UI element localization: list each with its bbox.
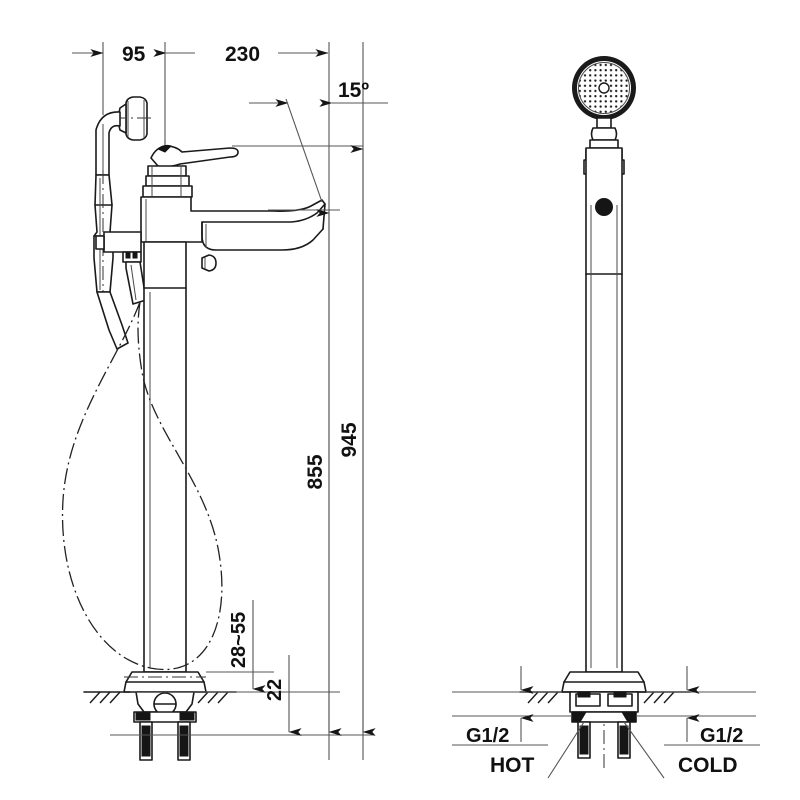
dimension-28-55-value: 28~55 (228, 612, 250, 668)
dimension-230-value: 230 (225, 43, 260, 66)
floor-flange-base-side (83, 671, 237, 761)
callout-hot-label: HOT (490, 754, 535, 777)
dimension-22-value: 22 (264, 679, 286, 701)
main-column-front (585, 149, 623, 673)
dimension-22: 22 (264, 655, 302, 736)
diverter-knob (201, 254, 217, 272)
callout-cold-label: COLD (678, 754, 738, 777)
callout-cold: G1/2 COLD (623, 666, 743, 779)
front-elevation-view (519, 56, 691, 770)
floor-hatching (89, 691, 229, 704)
lever-handle (142, 144, 239, 198)
dimension-95: 95 (72, 43, 195, 66)
mounting-legs-side (139, 721, 191, 761)
dimension-95-value: 95 (122, 43, 146, 66)
handshower-side-profile (93, 96, 152, 350)
mounting-legs-front (577, 721, 631, 759)
dimension-15deg-value: 15º (338, 79, 369, 102)
side-elevation-view (61, 96, 326, 761)
dimension-855: 855 (304, 209, 342, 736)
floor-flange-base-front (519, 671, 691, 759)
dimension-230: 230 (225, 43, 329, 66)
dimension-945-value: 945 (338, 422, 361, 457)
dimension-28-55: 28~55 (228, 600, 266, 693)
dimension-945: 945 (338, 145, 376, 736)
handshower-outlet-elbow (95, 231, 147, 305)
diverter-button-front (595, 198, 613, 216)
dimension-855-value: 855 (304, 454, 327, 489)
callout-hot-thread: G1/2 (466, 725, 509, 747)
flexible-hose (61, 301, 223, 671)
callout-cold-thread: G1/2 (700, 725, 743, 747)
curved-spout (140, 196, 326, 251)
floor-hatching-front (527, 691, 675, 704)
callout-hot: G1/2 HOT (466, 666, 585, 779)
inlet-callouts: G1/2 HOT G1/2 COLD (452, 666, 760, 779)
dimension-15deg: 15º (249, 79, 388, 203)
